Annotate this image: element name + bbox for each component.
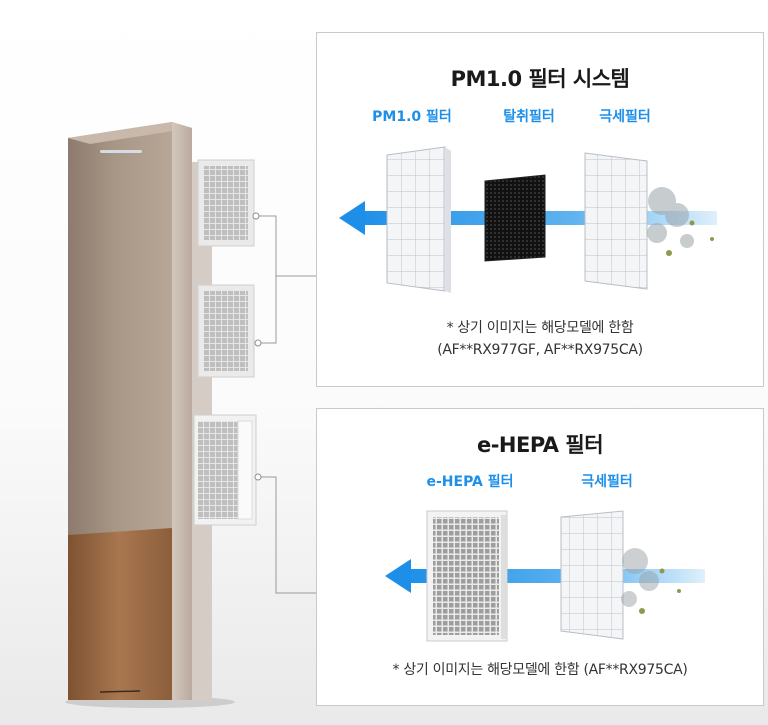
pm-note-line1: * 상기 이미지는 해당모델에 한함 xyxy=(446,320,634,336)
label-pm10-filter: PM1.0 필터 xyxy=(372,109,452,125)
label-deodorizing-filter: 탈취필터 xyxy=(503,109,555,125)
pm-filter-diagram xyxy=(339,146,717,293)
label-fine-filter-2: 극세필터 xyxy=(581,474,633,490)
hepa-filter-diagram xyxy=(385,510,705,642)
label-fine-filter: 극세필터 xyxy=(599,109,651,125)
hepa-panel-title: e-HEPA 필터 xyxy=(476,433,604,457)
pm-filter-panel: PM1.0 필터 시스템 PM1.0 필터 탈취필터 극세필터 xyxy=(316,32,764,387)
hepa-filter-panel: e-HEPA 필터 e-HEPA 필터 극세필터 xyxy=(316,408,764,706)
label-ehepa-filter: e-HEPA 필터 xyxy=(426,474,514,490)
air-purifier-illustration xyxy=(60,110,320,710)
pm-panel-title: PM1.0 필터 시스템 xyxy=(450,67,630,91)
hepa-note: * 상기 이미지는 해당모델에 한함 (AF**RX975CA) xyxy=(392,662,688,678)
pm-note-line2: (AF**RX977GF, AF**RX975CA) xyxy=(437,342,643,358)
